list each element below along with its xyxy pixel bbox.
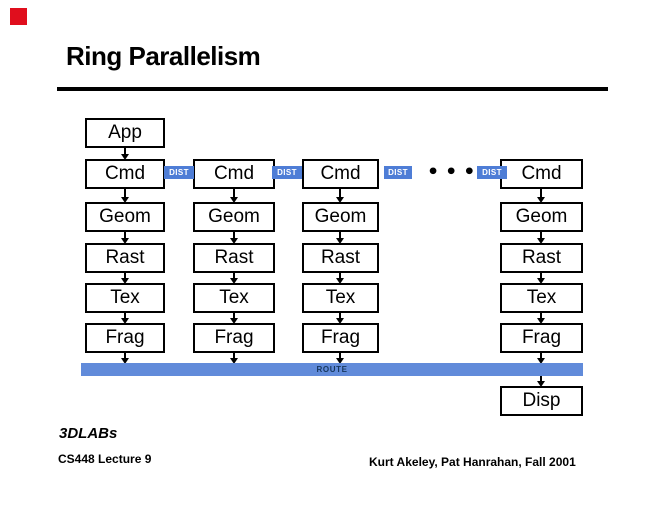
flow-arrow-icon — [537, 231, 545, 244]
stage-box-cmd-1: Cmd — [85, 159, 165, 189]
stage-box-frag-4: Frag — [500, 323, 583, 353]
flow-arrow-icon — [336, 352, 344, 364]
flow-arrow-icon — [121, 188, 129, 203]
dist-badge: DIST — [272, 166, 302, 179]
flow-arrow-icon — [121, 231, 129, 244]
stage-box-disp: Disp — [500, 386, 583, 416]
stage-box-frag-1: Frag — [85, 323, 165, 353]
flow-arrow-icon — [537, 374, 545, 387]
flow-arrow-icon — [121, 312, 129, 324]
footer-credits: Kurt Akeley, Pat Hanrahan, Fall 2001 — [369, 455, 576, 469]
dist-badge: DIST — [477, 166, 507, 179]
stage-box-cmd-2: Cmd — [193, 159, 275, 189]
logo-3dlabs: 3DLABs — [59, 425, 118, 442]
stage-box-tex-4: Tex — [500, 283, 583, 313]
flow-arrow-icon — [230, 352, 238, 364]
flow-arrow-icon — [121, 147, 129, 160]
stage-box-tex-1: Tex — [85, 283, 165, 313]
stage-box-frag-2: Frag — [193, 323, 275, 353]
flow-arrow-icon — [336, 312, 344, 324]
flow-arrow-icon — [121, 272, 129, 284]
stage-box-geom-2: Geom — [193, 202, 275, 232]
stage-box-tex-2: Tex — [193, 283, 275, 313]
route-bar-label: ROUTE — [316, 365, 348, 374]
stage-box-cmd-4: Cmd — [500, 159, 583, 189]
flow-arrow-icon — [230, 231, 238, 244]
footer-course: CS448 Lecture 9 — [58, 452, 152, 466]
stage-box-rast-1: Rast — [85, 243, 165, 273]
flow-arrow-icon — [537, 312, 545, 324]
stage-box-frag-3: Frag — [302, 323, 379, 353]
dist-badge: DIST — [384, 166, 412, 179]
flow-arrow-icon — [230, 312, 238, 324]
red-square-accent — [10, 8, 27, 25]
stage-box-geom-4: Geom — [500, 202, 583, 232]
flow-arrow-icon — [336, 188, 344, 203]
stage-box-app: App — [85, 118, 165, 148]
flow-arrow-icon — [537, 352, 545, 364]
flow-arrow-icon — [230, 272, 238, 284]
stage-box-rast-3: Rast — [302, 243, 379, 273]
stage-box-geom-3: Geom — [302, 202, 379, 232]
stage-box-rast-2: Rast — [193, 243, 275, 273]
title-underline — [57, 87, 608, 91]
stage-box-rast-4: Rast — [500, 243, 583, 273]
flow-arrow-icon — [230, 188, 238, 203]
dist-badge: DIST — [164, 166, 194, 179]
stage-box-geom-1: Geom — [85, 202, 165, 232]
flow-arrow-icon — [537, 272, 545, 284]
page-title: Ring Parallelism — [66, 41, 261, 71]
stage-box-cmd-3: Cmd — [302, 159, 379, 189]
stage-box-tex-3: Tex — [302, 283, 379, 313]
flow-arrow-icon — [336, 231, 344, 244]
flow-arrow-icon — [336, 272, 344, 284]
ellipsis-icon: ••• — [427, 161, 482, 183]
flow-arrow-icon — [537, 188, 545, 203]
route-bar: ROUTE — [81, 363, 583, 376]
flow-arrow-icon — [121, 352, 129, 364]
